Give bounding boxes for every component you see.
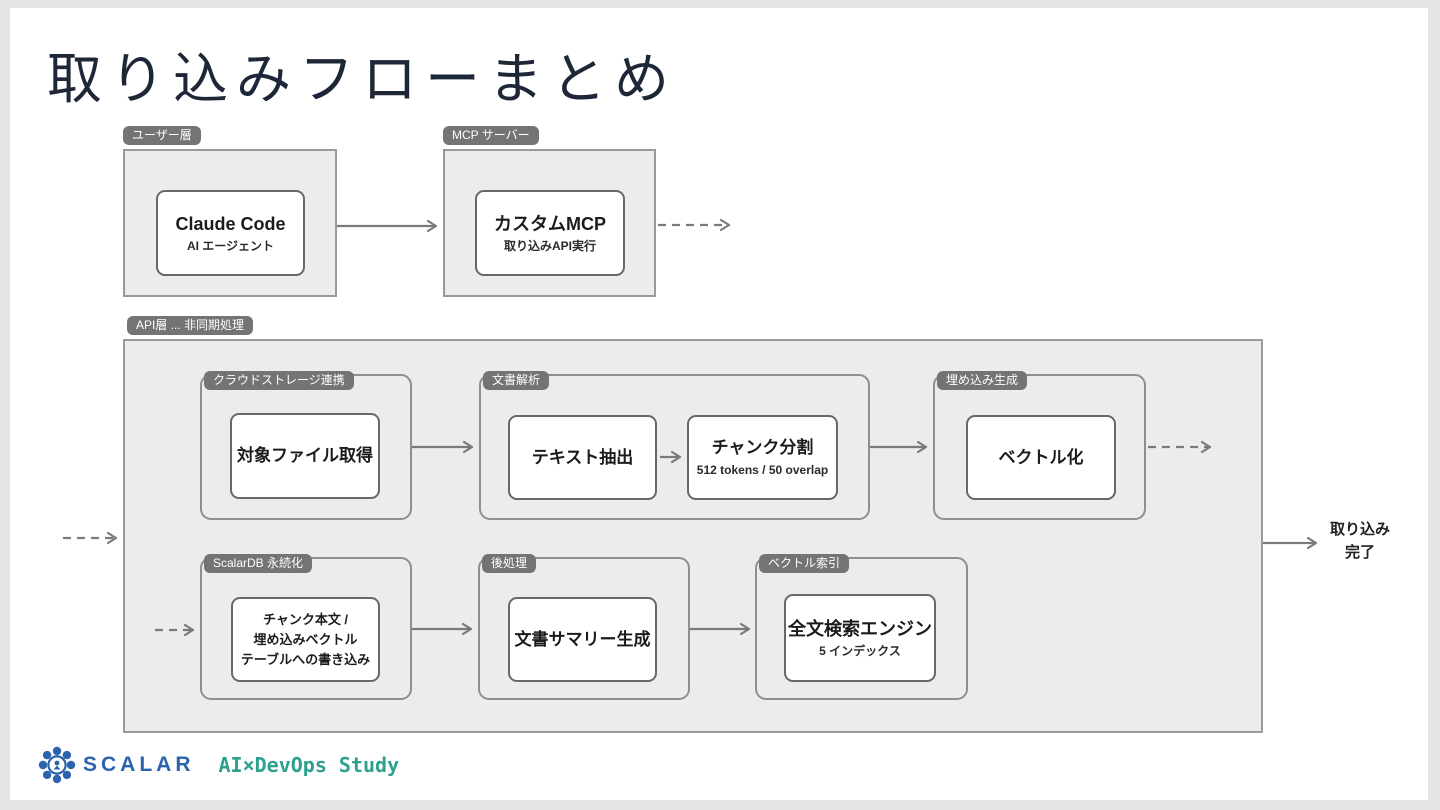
fulltext-search-node: 全文検索エンジン 5 インデックス [784,594,936,682]
scalardb-line-2: 埋め込みベクトル [253,631,358,647]
claude-code-title: Claude Code [175,213,286,234]
custom-mcp-title: カスタムMCP [494,213,606,234]
chunk-split-node: チャンク分割 512 tokens / 50 overlap [687,415,838,500]
mcp-server-label: MCP サーバー [443,126,539,145]
scalar-logo-icon [38,746,76,784]
scalar-wordmark: SCALAR [83,753,195,776]
fulltext-search-subtitle: 5 インデックス [819,643,901,658]
completion-label: 取り込み 完了 [1320,518,1400,564]
chunk-split-title: チャンク分割 [711,438,814,457]
vectorize-title: ベクトル化 [998,447,1084,467]
event-title: AI×DevOps Study [218,753,400,777]
custom-mcp-subtitle: 取り込みAPI実行 [503,238,596,253]
scalardb-line-1: チャンク本文 / [262,611,349,627]
embedding-label: 埋め込み生成 [937,371,1028,390]
cloud-storage-label: クラウドストレージ連携 [204,371,354,390]
completion-line-2: 完了 [1344,544,1375,561]
target-file-title: 対象ファイル取得 [237,446,373,465]
target-file-node: 対象ファイル取得 [230,413,380,499]
footer: SCALAR AI×DevOps Study [37,742,399,788]
fulltext-search-title: 全文検索エンジン [788,618,932,639]
text-extract-title: テキスト抽出 [531,447,634,467]
user-layer-label: ユーザー層 [123,126,201,145]
claude-code-node: Claude Code AI エージェント [156,190,305,276]
completion-line-1: 取り込み [1329,521,1390,538]
summary-node: 文書サマリー生成 [508,597,657,682]
chunk-split-subtitle: 512 tokens / 50 overlap [696,463,829,477]
vector-index-label: ベクトル索引 [759,554,850,573]
api-layer-label: API層 ... 非同期処理 [127,316,254,335]
post-process-label: 後処理 [482,554,537,573]
scalardb-line-3: テーブルへの書き込み [240,651,371,667]
scalardb-label: ScalarDB 永続化 [204,554,313,573]
summary-title: 文書サマリー生成 [514,629,651,649]
claude-code-subtitle: AI エージェント [186,238,275,253]
doc-analysis-label: 文書解析 [483,371,550,390]
vectorize-node: ベクトル化 [966,415,1116,500]
custom-mcp-node: カスタムMCP 取り込みAPI実行 [475,190,625,276]
text-extract-node: テキスト抽出 [508,415,657,500]
page-title: 取り込みフローまとめ [47,48,678,110]
scalardb-write-node: チャンク本文 / 埋め込みベクトル テーブルへの書き込み [231,597,380,682]
